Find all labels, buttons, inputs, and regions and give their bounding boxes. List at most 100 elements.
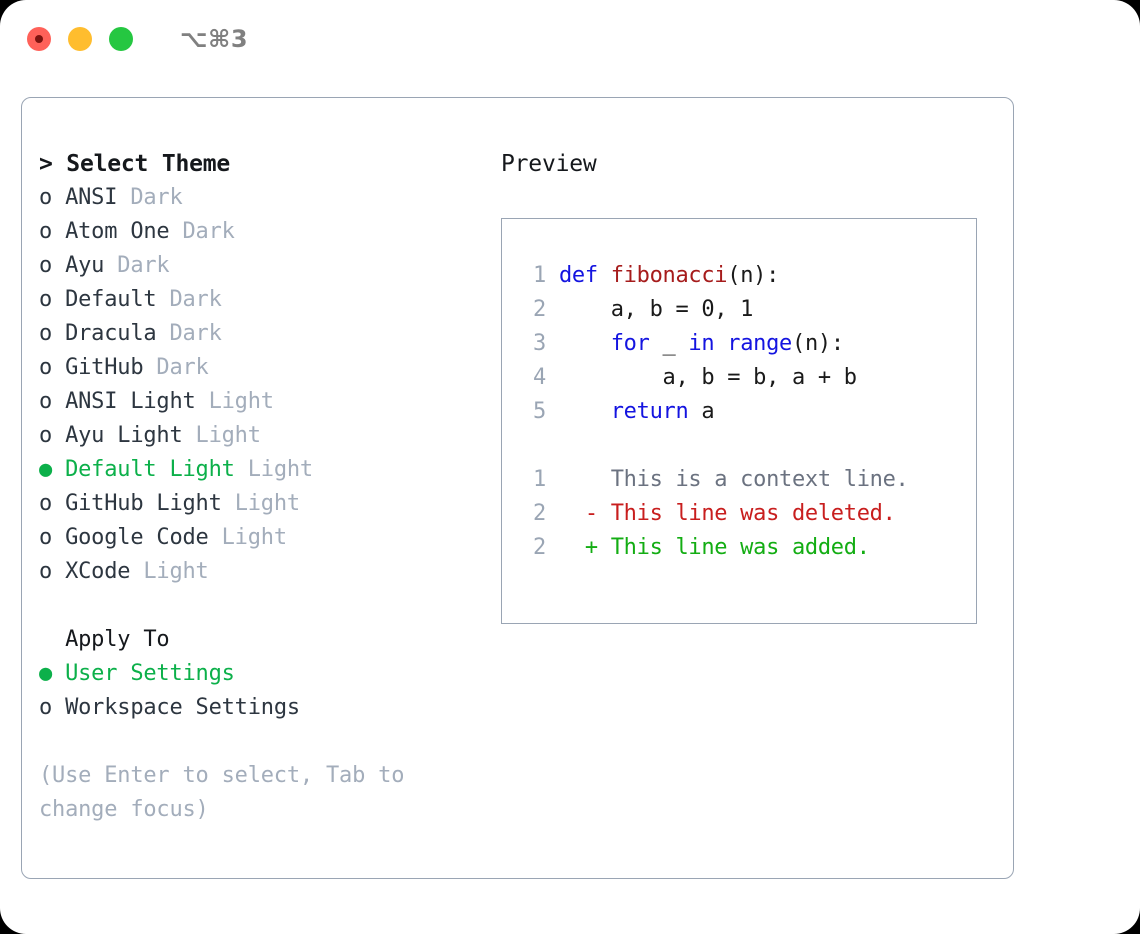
code-function-name: fibonacci (610, 263, 728, 288)
radio-unselected-icon: o (39, 525, 66, 550)
radio-unselected-icon: o (39, 219, 66, 244)
line-number: 2 (533, 535, 546, 560)
maximize-button-icon[interactable] (109, 27, 133, 51)
line-number: 2 (533, 297, 546, 322)
code-text: (n): (792, 331, 844, 356)
line-number: 1 (533, 263, 546, 288)
code-text (714, 331, 727, 356)
theme-list-item[interactable]: o XCode Light (39, 555, 489, 589)
close-button-icon[interactable] (27, 27, 51, 51)
theme-category-label: Light (208, 389, 274, 414)
line-number: 3 (533, 331, 546, 356)
code-keyword: return (610, 399, 689, 424)
theme-name: Default Light (65, 457, 248, 482)
diff-sample: 1 This is a context line.2 - This line w… (518, 463, 976, 565)
code-text: _ (649, 331, 689, 356)
theme-category-label: Dark (182, 219, 235, 244)
theme-list-item[interactable]: o Google Code Light (39, 521, 489, 555)
apply-to-option[interactable]: o Workspace Settings (39, 691, 489, 725)
line-number: 1 (533, 467, 546, 492)
theme-name: ANSI Light (65, 389, 209, 414)
radio-unselected-icon: o (39, 355, 66, 380)
theme-list-item[interactable]: o GitHub Light Light (39, 487, 489, 521)
keyboard-shortcut-label: ⌥⌘3 (180, 25, 249, 53)
theme-name: ANSI (65, 185, 131, 210)
diff-marker (546, 467, 611, 492)
theme-name: XCode (65, 559, 144, 584)
theme-name: Default (65, 287, 170, 312)
theme-name: Dracula (65, 321, 170, 346)
theme-category-label: Dark (169, 321, 222, 346)
keyboard-hint-text: (Use Enter to select, Tab to change focu… (39, 763, 405, 822)
theme-list-item[interactable]: o ANSI Light Light (39, 385, 489, 419)
theme-name: Ayu (65, 253, 118, 278)
theme-category-label: Dark (169, 287, 222, 312)
radio-unselected-icon: o (39, 559, 66, 584)
theme-list-item[interactable]: o ANSI Dark (39, 181, 489, 215)
code-line: 4 a, b = b, a + b (518, 361, 976, 395)
radio-unselected-icon: o (39, 185, 66, 210)
code-text: (n): (727, 263, 780, 288)
radio-unselected-icon: o (39, 423, 66, 448)
preview-column: Preview 1 def fibonacci(n):2 a, b = 0, 1… (501, 147, 1001, 624)
theme-category-label: Light (195, 423, 261, 448)
theme-list-item[interactable]: o Atom One Dark (39, 215, 489, 249)
diff-line: 2 + This line was added. (518, 531, 976, 565)
theme-list-item[interactable]: ● Default Light Light (39, 453, 489, 487)
radio-unselected-icon: o (39, 695, 66, 720)
code-line: 3 for _ in range(n): (518, 327, 976, 361)
theme-list-item[interactable]: o Default Dark (39, 283, 489, 317)
diff-line: 2 - This line was deleted. (518, 497, 976, 531)
diff-line: 1 This is a context line. (518, 463, 976, 497)
window-titlebar: ⌥⌘3 (0, 0, 1140, 78)
theme-name: Atom One (65, 219, 183, 244)
code-keyword: def (558, 263, 611, 288)
apply-to-label: Workspace Settings (65, 695, 300, 720)
code-text: a (688, 399, 715, 424)
preview-title: Preview (501, 151, 597, 177)
diff-text: This is a context line. (610, 467, 909, 492)
code-keyword: in (688, 331, 715, 356)
radio-unselected-icon: o (39, 491, 66, 516)
theme-category-label: Light (234, 491, 300, 516)
theme-list-item[interactable]: o Dracula Dark (39, 317, 489, 351)
diff-marker: + (546, 535, 611, 560)
radio-unselected-icon: o (39, 287, 66, 312)
theme-category-label: Dark (130, 185, 183, 210)
code-line: 2 a, b = 0, 1 (518, 293, 976, 327)
radio-selected-icon: ● (39, 661, 66, 686)
theme-list-item[interactable]: o Ayu Light Light (39, 419, 489, 453)
code-text: a, b = 0, 1 (558, 297, 754, 322)
theme-category-label: Dark (156, 355, 209, 380)
radio-unselected-icon: o (39, 321, 66, 346)
traffic-lights (27, 27, 133, 51)
apply-to-header: Apply To (65, 627, 170, 652)
theme-category-label: Light (247, 457, 313, 482)
code-line: 1 def fibonacci(n): (518, 259, 976, 293)
theme-list-item[interactable]: o Ayu Dark (39, 249, 489, 283)
apply-to-option[interactable]: ● User Settings (39, 657, 489, 691)
code-text: a, b = b, a + b (558, 365, 858, 390)
diff-text: This line was deleted. (610, 501, 896, 526)
code-line: 5 return a (518, 395, 976, 429)
code-text (559, 399, 611, 424)
line-number: 4 (533, 365, 546, 390)
diff-text: This line was added. (610, 535, 870, 560)
code-keyword: range (727, 331, 792, 356)
theme-list-item[interactable]: o GitHub Dark (39, 351, 489, 385)
theme-category-label: Light (143, 559, 209, 584)
code-keyword: for (610, 331, 650, 356)
line-number: 5 (533, 399, 546, 424)
minimize-button-icon[interactable] (68, 27, 92, 51)
radio-selected-icon: ● (39, 457, 66, 482)
select-theme-header: > Select Theme (39, 151, 231, 177)
radio-unselected-icon: o (39, 253, 66, 278)
theme-name: Google Code (65, 525, 222, 550)
section-spacer (39, 589, 489, 623)
